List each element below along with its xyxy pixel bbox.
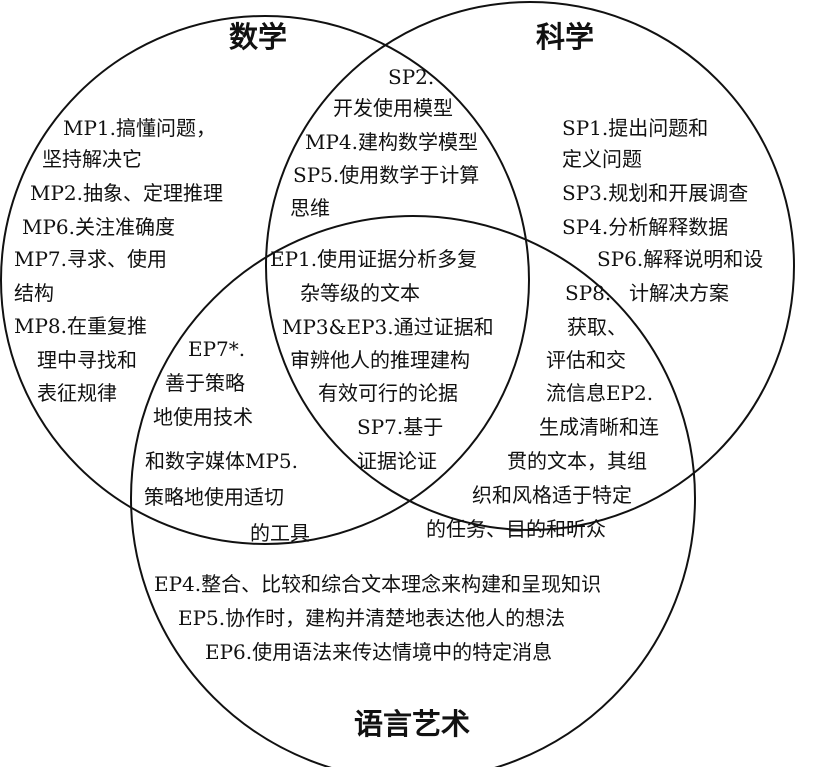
science-language-line: 生成清晰和连	[539, 415, 659, 439]
math-only-region: MP1.搞懂问题， 坚持解决它 MP2.抽象、定理推理 MP6.关注准确度 MP7.寻求…	[14, 116, 223, 405]
math-circle	[0, 15, 530, 545]
science-language-line: 评估和交	[546, 348, 626, 372]
science-set-title: 科学	[536, 20, 594, 54]
language-only-line: EP5.协作时，建构并清楚地表达他人的想法	[178, 606, 565, 630]
all-three-line: MP3&EP3.通过证据和	[282, 315, 494, 339]
all-three-line: 审辨他人的推理建构	[290, 348, 470, 372]
all-three-line: SP7.基于	[357, 415, 443, 439]
science-only-line: SP1.提出问题和	[562, 116, 708, 140]
science-only-line: SP3.规划和开展调查	[562, 181, 748, 205]
math-language-line: EP7*.	[188, 337, 245, 361]
math-language-line: 策略地使用适切	[144, 485, 284, 509]
all-three-line: 有效可行的论据	[318, 381, 458, 405]
math-only-line: MP2.抽象、定理推理	[30, 181, 223, 205]
math-language-line: 善于策略	[165, 371, 245, 395]
math-only-line: 结构	[14, 281, 54, 305]
science-language-line: SP8.	[565, 281, 611, 305]
math-language-line: 的工具	[250, 521, 310, 545]
language-only-region: EP4.整合、比较和综合文本理念来构建和呈现知识 EP5.协作时，建构并清楚地表达…	[154, 572, 601, 664]
language-only-line: EP6.使用语法来传达情境中的特定消息	[205, 640, 552, 664]
science-only-line: 定义问题	[562, 147, 642, 171]
math-only-line: MP7.寻求、使用	[14, 247, 167, 271]
math-language-line: 地使用技术	[153, 405, 253, 429]
all-three-line: 杂等级的文本	[300, 281, 420, 305]
all-three-line: 证据论证	[357, 449, 437, 473]
language-circle	[130, 215, 696, 767]
science-language-line: 获取、	[567, 315, 627, 339]
science-language-line: 贯的文本，其组	[507, 449, 647, 473]
math-science-line: MP4.建构数学模型	[305, 130, 478, 154]
math-only-line: 表征规律	[37, 381, 117, 405]
math-set-title: 数学	[229, 20, 287, 54]
math-only-line: MP1.搞懂问题，	[63, 116, 216, 140]
math-science-line: SP5.使用数学于计算	[293, 163, 479, 187]
science-language-line: 织和风格适于特定	[472, 483, 632, 507]
science-only-line: SP6.解释说明和设	[597, 247, 763, 271]
math-science-line: SP2.	[388, 65, 434, 89]
science-language-line: 流信息EP2.	[546, 381, 653, 405]
math-only-line: MP8.在重复推	[14, 314, 147, 338]
science-language-line: 的任务、目的和听众	[426, 517, 606, 541]
math-language-line: 和数字媒体MP5.	[145, 449, 298, 473]
math-only-line: 坚持解决它	[42, 147, 142, 171]
math-only-line: MP6.关注准确度	[22, 215, 175, 239]
math-science-line: 思维	[290, 196, 330, 220]
all-three-line: EP1.使用证据分析多复	[270, 247, 477, 271]
language-set-title: 语言艺术	[354, 707, 470, 741]
language-only-line: EP4.整合、比较和综合文本理念来构建和呈现知识	[154, 572, 601, 596]
math-only-line: 理中寻找和	[37, 348, 137, 372]
science-only-line: 计解决方案	[629, 281, 729, 305]
science-circle	[265, 1, 795, 531]
science-only-line: SP4.分析解释数据	[562, 215, 728, 239]
math-science-line: 开发使用模型	[333, 96, 453, 120]
